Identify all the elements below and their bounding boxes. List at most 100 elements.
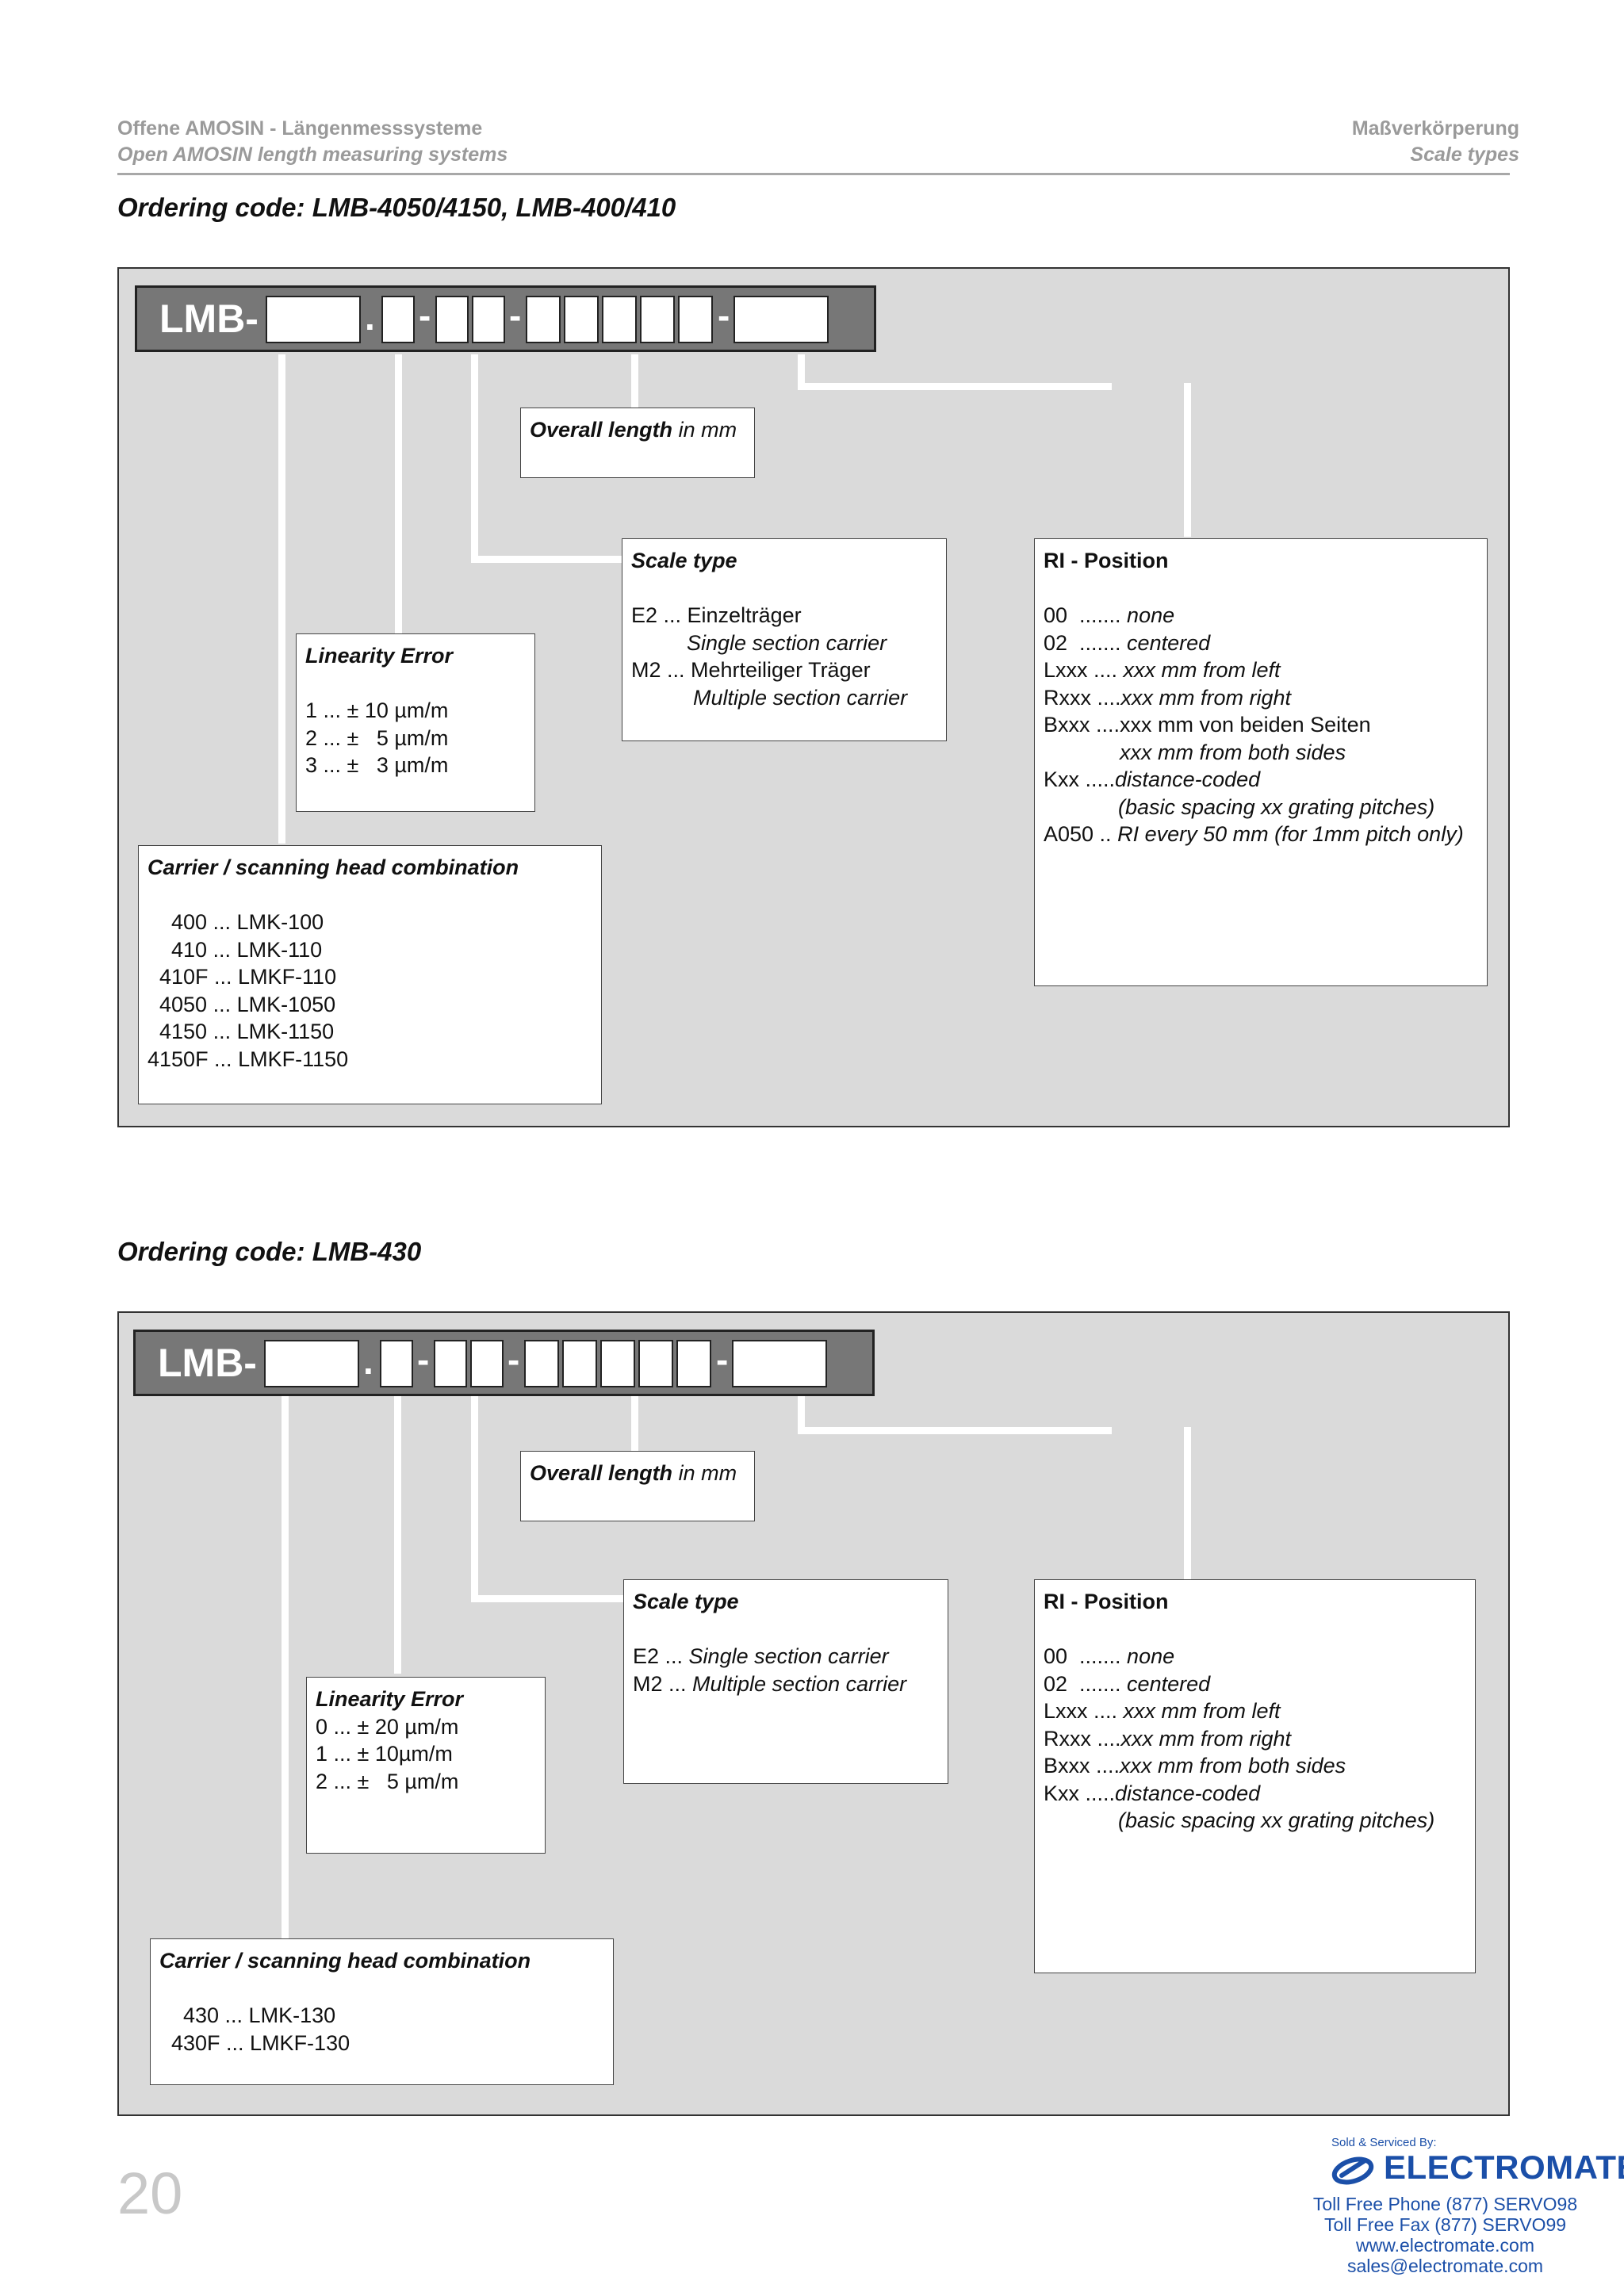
overall-length-title: Overall length bbox=[530, 418, 673, 442]
ri-desc: centered bbox=[1127, 1671, 1211, 1696]
code-slot-length-5 bbox=[678, 296, 713, 343]
code-slot-ri-position bbox=[733, 296, 829, 343]
ri-desc: none bbox=[1127, 603, 1175, 627]
ri-desc: (basic spacing xx grating pitches) bbox=[1118, 1808, 1435, 1832]
ri-code: Kxx ..... bbox=[1044, 767, 1116, 791]
linearity-line: 1 ... ± 10 µm/m bbox=[305, 698, 449, 722]
scale-type-code: M2 ... bbox=[633, 1671, 693, 1696]
ri-position-title: RI - Position bbox=[1044, 1590, 1169, 1613]
linearity-line: 1 ... ± 10µm/m bbox=[316, 1742, 453, 1766]
linearity-line: 2 ... ± 5 µm/m bbox=[316, 1769, 459, 1793]
ordering-code-bar: LMB- . - - - bbox=[135, 285, 876, 352]
carrier-combination-box: Carrier / scanning head combination 400 … bbox=[138, 845, 602, 1104]
contact-fax: Toll Free Fax (877) SERVO99 bbox=[1323, 2214, 1567, 2235]
brand-name: ELECTROMATE bbox=[1384, 2149, 1624, 2186]
ri-code: Lxxx .... bbox=[1044, 1699, 1124, 1723]
scale-type-desc: Multiple section carrier bbox=[692, 1671, 907, 1696]
code-dot: . bbox=[365, 297, 375, 338]
scale-type-line: Single section carrier bbox=[687, 630, 887, 655]
code-slot-ri-position bbox=[732, 1340, 827, 1387]
carrier-line: 410 ... LMK-110 bbox=[171, 937, 323, 962]
ri-position-box: RI - Position 00 ....... none 02 .......… bbox=[1034, 538, 1488, 986]
ri-code: A050 .. bbox=[1044, 822, 1118, 846]
linearity-error-title: Linearity Error bbox=[316, 1687, 464, 1711]
scale-type-title: Scale type bbox=[631, 549, 737, 572]
scale-type-line: Multiple section carrier bbox=[693, 685, 908, 710]
ri-code: Lxxx .... bbox=[1044, 658, 1124, 682]
ri-desc: xxx mm from left bbox=[1123, 1699, 1281, 1723]
ri-desc: (basic spacing xx grating pitches) bbox=[1118, 794, 1435, 819]
contact-block: Toll Free Phone (877) SERVO98 Toll Free … bbox=[1308, 2194, 1582, 2276]
ri-desc: xxx mm from both sides bbox=[1120, 740, 1346, 764]
header-left-en: Open AMOSIN length measuring systems bbox=[117, 144, 508, 166]
ri-desc: distance-coded bbox=[1115, 1781, 1261, 1805]
header-right-de: Maßverkörperung bbox=[1351, 117, 1519, 140]
linearity-error-box: Linearity Error 1 ... ± 10 µm/m 2 ... ± … bbox=[296, 633, 535, 812]
code-slot-length-5 bbox=[676, 1340, 711, 1387]
carrier-line: 4050 ... LMK-1050 bbox=[159, 992, 336, 1016]
header-left-de: Offene AMOSIN - Längenmesssysteme bbox=[117, 117, 483, 140]
carrier-combination-title: Carrier / scanning head combination bbox=[147, 855, 519, 879]
code-slot-length-4 bbox=[638, 1340, 673, 1387]
code-dash: - bbox=[509, 295, 522, 336]
section2-title: Ordering code: LMB-430 bbox=[117, 1237, 422, 1266]
connector-scale-type-v bbox=[471, 1396, 478, 1602]
ri-code: 02 ....... bbox=[1044, 1671, 1128, 1696]
code-dash: - bbox=[508, 1339, 520, 1380]
connector-carrier bbox=[278, 354, 285, 844]
connector-overall-length bbox=[631, 354, 638, 411]
contact-web[interactable]: www.electromate.com bbox=[1356, 2235, 1534, 2256]
header-right-en: Scale types bbox=[1410, 144, 1519, 166]
connector-ri-v2 bbox=[1184, 383, 1191, 537]
ri-desc: RI every 50 mm (for 1mm pitch only) bbox=[1117, 822, 1464, 846]
scale-type-line: E2 ... Einzelträger bbox=[631, 603, 802, 627]
carrier-line: 4150 ... LMK-1150 bbox=[159, 1020, 335, 1043]
scale-type-box: Scale type E2 ... Einzelträger Single se… bbox=[622, 538, 947, 741]
connector-ri-v1 bbox=[798, 1396, 805, 1434]
ri-code: Rxxx .... bbox=[1044, 685, 1121, 710]
linearity-line: 2 ... ± 5 µm/m bbox=[305, 725, 449, 750]
connector-scale-type-h bbox=[471, 1595, 630, 1602]
carrier-line: 410F ... LMKF-110 bbox=[159, 965, 337, 989]
ri-position-title: RI - Position bbox=[1044, 549, 1169, 572]
code-slot-scale-1 bbox=[435, 296, 469, 343]
section1-panel: LMB- . - - - Overall length in mm Scale … bbox=[117, 267, 1510, 1127]
page-number: 20 bbox=[117, 2160, 183, 2226]
connector-ri-v1 bbox=[798, 354, 805, 390]
ri-desc: distance-coded bbox=[1115, 767, 1261, 791]
ri-desc: xxx mm from left bbox=[1123, 658, 1281, 682]
code-slot-scale-1 bbox=[434, 1340, 467, 1387]
ri-code: 00 ....... bbox=[1044, 603, 1128, 627]
carrier-line: 430 ... LMK-130 bbox=[183, 2003, 336, 2027]
code-slot-length-3 bbox=[602, 296, 637, 343]
connector-scale-type-v bbox=[471, 354, 478, 563]
ri-desc: centered bbox=[1127, 630, 1211, 655]
carrier-combination-box: Carrier / scanning head combination 430 … bbox=[150, 1938, 614, 2085]
connector-carrier bbox=[282, 1396, 289, 1943]
code-dash: - bbox=[718, 295, 730, 336]
overall-length-unit: in mm bbox=[672, 418, 737, 442]
electromate-logo-icon bbox=[1331, 2150, 1378, 2187]
carrier-line: 430F ... LMKF-130 bbox=[171, 2030, 350, 2055]
code-slot-length-1 bbox=[524, 1340, 559, 1387]
code-slot-length-2 bbox=[562, 1340, 597, 1387]
connector-linearity bbox=[395, 354, 402, 636]
linearity-line: 3 ... ± 3 µm/m bbox=[305, 753, 449, 777]
carrier-line: 400 ... LMK-100 bbox=[171, 910, 324, 934]
contact-email[interactable]: sales@electromate.com bbox=[1346, 2256, 1544, 2276]
ri-code: Rxxx .... bbox=[1044, 1726, 1121, 1751]
ri-position-box: RI - Position 00 ....... none 02 .......… bbox=[1034, 1579, 1476, 1973]
carrier-combination-title: Carrier / scanning head combination bbox=[159, 1949, 531, 1973]
code-slot-length-3 bbox=[600, 1340, 635, 1387]
scale-type-box: Scale type E2 ... Single section carrier… bbox=[623, 1579, 948, 1784]
code-slot-linearity bbox=[380, 1340, 413, 1387]
ri-code: 02 ....... bbox=[1044, 630, 1128, 655]
ri-desc: xxx mm from right bbox=[1120, 685, 1292, 710]
overall-length-box: Overall length in mm bbox=[520, 1451, 755, 1521]
linearity-error-box: Linearity Error 0 ... ± 20 µm/m 1 ... ± … bbox=[306, 1677, 546, 1854]
ri-code: 00 ....... bbox=[1044, 1644, 1128, 1668]
ri-code: Kxx ..... bbox=[1044, 1781, 1116, 1805]
connector-ri-v2 bbox=[1184, 1427, 1191, 1581]
connector-ri-h bbox=[798, 1427, 1112, 1434]
ri-desc: xxx mm from right bbox=[1120, 1726, 1292, 1751]
